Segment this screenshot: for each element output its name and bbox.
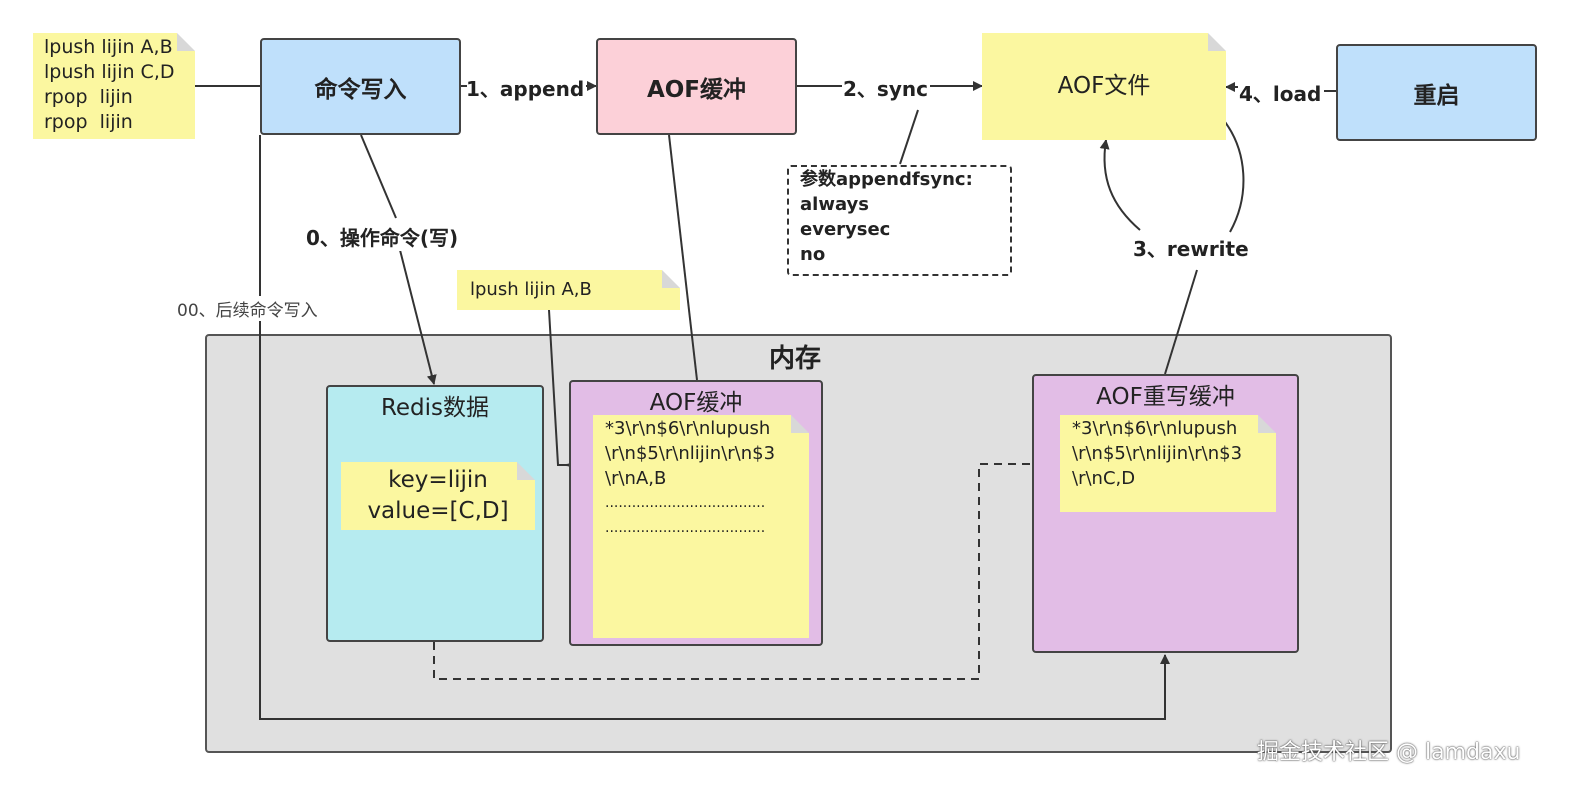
rewrite-label: 3、rewrite [1133,237,1249,261]
floating-note-text: lpush lijin A,B [470,279,592,300]
sync-callout-line [899,109,919,165]
resp-line: \r\n$5\r\nlijin\r\n$3 [1072,443,1243,464]
aof-file-node: AOF文件 [982,33,1226,140]
resp-line: \r\n$5\r\nlijin\r\n$3 [605,443,776,464]
aof-buffer-label: AOF缓冲 [646,76,747,103]
ellipsis-line: .................................... [605,495,766,511]
subsequent-write-label: 00、后续命令写入 [177,296,318,321]
restart-label: 重启 [1413,82,1460,109]
commands-note: lpush lijin A,B lpush lijin C,D rpop lij… [33,33,195,139]
command-line: lpush lijin A,B [44,36,173,58]
restart-node: 重启 [1336,44,1537,141]
aof-buffer-content-note: *3\r\n$6\r\nlupush \r\n$5\r\nlijin\r\n$3… [593,415,809,638]
op-cmd-line-a [360,134,397,219]
fsync-param-box: 参数appendfsync: always everysec no [787,165,1012,276]
rewrite-loop-left [1099,139,1141,231]
resp-line: *3\r\n$6\r\nlupush [605,418,771,439]
aof-buffer-node: AOF缓冲 [596,38,797,135]
watermark: 掘金技术社区 @ lamdaxu [1257,740,1521,765]
floating-note: lpush lijin A,B [457,270,680,310]
resp-line: *3\r\n$6\r\nlupush [1072,418,1238,439]
command-line: rpop lijin [44,111,133,133]
fsync-title: 参数appendfsync: [800,169,973,190]
append-label: 1、append [466,77,585,101]
cmd-write-node: 命令写入 [260,38,461,135]
ellipsis-line: .................................... [605,520,766,536]
op-cmd-arrow [399,249,437,385]
resp-line: \r\nC,D [1072,468,1136,489]
aof-rewrite-buffer-title: AOF重写缓冲 [1096,384,1235,410]
redis-kv-note: key=lijin value=[C,D] [341,462,535,530]
aof-buffer-link [668,134,698,381]
op-cmd-label: 0、操作命令(写) [306,222,459,251]
redis-data-title: Redis数据 [380,395,490,421]
redis-value: value=[C,D] [367,498,509,524]
redis-key: key=lijin [388,467,488,493]
aof-file-label: AOF文件 [1057,72,1151,99]
cmd-write-label: 命令写入 [314,76,407,103]
command-line: rpop lijin [44,86,133,108]
command-line: lpush lijin C,D [44,61,175,83]
aof-rewrite-content-note: *3\r\n$6\r\nlupush \r\n$5\r\nlijin\r\n$3… [1060,415,1276,512]
sync-label: 2、sync [843,77,928,101]
memory-title: 内存 [769,344,822,374]
load-label: 4、load [1239,82,1322,106]
rewrite-to-buffer-line [1164,269,1198,375]
memory-aof-buffer-title: AOF缓冲 [649,390,743,416]
fsync-option: always [800,194,869,215]
resp-line: \r\nA,B [605,468,667,489]
fsync-option: everysec [800,219,891,240]
fsync-option: no [800,244,826,265]
